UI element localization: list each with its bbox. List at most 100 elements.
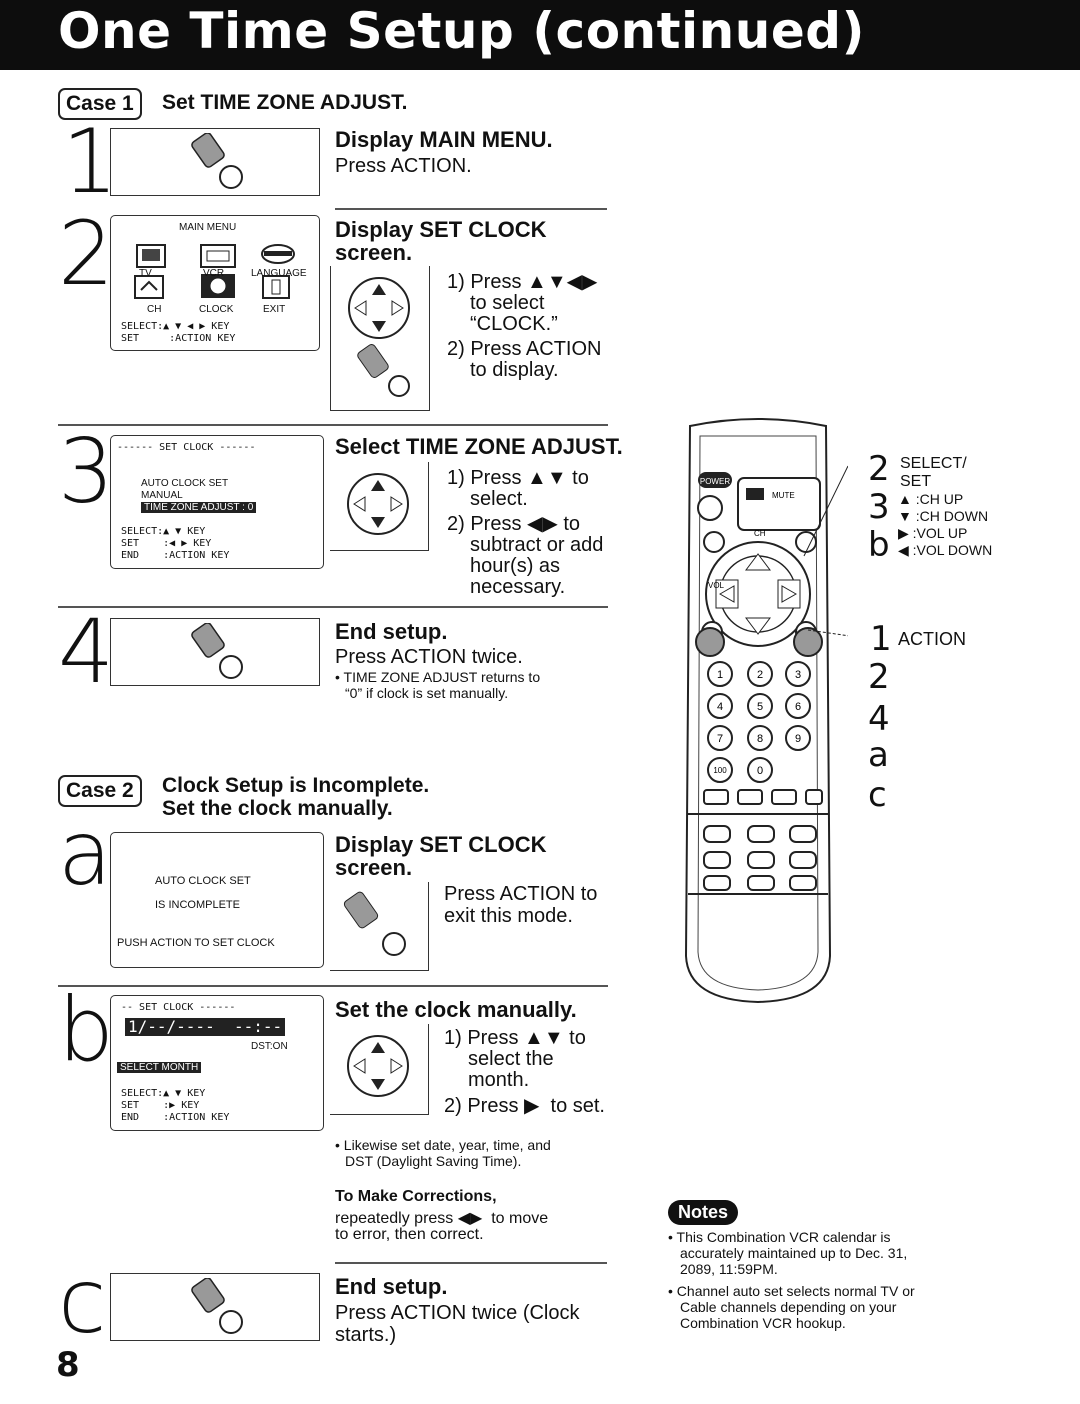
select-key: SELECT:▲ ▼ KEY: [121, 526, 206, 537]
main-menu-screen: MAIN MENU TV VCR LANGUAGE CH CLOCK EXIT …: [110, 215, 320, 351]
digit-6: 6: [795, 701, 801, 713]
dpad-icon: [347, 473, 409, 535]
ch-up-label: ▲ :CH UP: [898, 491, 964, 507]
step-1-title: Display MAIN MENU.: [335, 127, 553, 152]
remote-control-illustration: POWER MUTE CH VOL 1 2 3 4 5 6 7 8 9 100 …: [684, 418, 848, 1004]
power-button-label: POWER: [700, 477, 730, 486]
step-3-instr2b: subtract or add: [470, 534, 604, 556]
action-button-press-icon: [343, 891, 406, 956]
header-bar: [0, 0, 1080, 70]
menu-clock-label: CLOCK: [199, 304, 234, 315]
note-2c: Combination VCR hookup.: [680, 1315, 846, 1331]
digit-2: 2: [757, 669, 763, 681]
step-b-note1: • Likewise set date, year, time, and: [335, 1137, 551, 1153]
menu-vcr-label: VCR: [203, 268, 225, 279]
manual-option: MANUAL: [141, 490, 183, 501]
auto-clock-set: AUTO CLOCK SET: [155, 875, 251, 887]
note-1c: 2089, 11:59PM.: [680, 1261, 778, 1277]
digit-1: 1: [717, 669, 723, 681]
digit-3: 3: [795, 669, 801, 681]
step-2-instr1c: “CLOCK.”: [470, 313, 558, 335]
digit-5: 5: [757, 701, 763, 713]
step-a-title-line1: Display SET CLOCK: [335, 832, 547, 857]
end-key: END :ACTION KEY: [121, 550, 230, 561]
step-b-title: Set the clock manually.: [335, 997, 577, 1022]
main-menu-icons: [134, 244, 295, 299]
step-a-text1: Press ACTION to: [444, 883, 598, 905]
divider: [58, 424, 608, 426]
select-month-highlight: SELECT MONTH: [117, 1062, 202, 1073]
case2-title2: Set the clock manually.: [162, 797, 393, 820]
end-key: END :ACTION KEY: [121, 1112, 230, 1123]
step-2-instr2a: 2) Press ACTION: [447, 338, 602, 360]
step-1-number: 1: [62, 110, 118, 213]
remote-step-3-label: 3: [868, 487, 890, 527]
vol-up-label: ▶ :VOL UP: [898, 525, 968, 541]
case2-title1: Clock Setup is Incomplete.: [162, 774, 430, 797]
note-2b: Cable channels depending on your: [680, 1299, 897, 1315]
menu-ch-label: CH: [147, 304, 162, 315]
set-key: SET :◀ ▶ KEY: [121, 538, 212, 549]
step-a-label: a: [58, 802, 112, 905]
digit-4: 4: [717, 701, 723, 713]
step-4-note1: • TIME ZONE ADJUST returns to: [335, 669, 541, 685]
divider: [335, 208, 607, 210]
incomplete-screen: AUTO CLOCK SET IS INCOMPLETE PUSH ACTION…: [110, 832, 324, 968]
case1-tag: Case 1: [58, 88, 142, 120]
step-a-title-line2: screen.: [335, 855, 413, 880]
remote-step-2b-label: 2: [868, 657, 890, 697]
step-b-dpad-box: [330, 1024, 429, 1115]
step-b-instr1a: 1) Press ▲▼ to: [444, 1027, 586, 1049]
step-b-note2: DST (Daylight Saving Time).: [345, 1153, 522, 1169]
step-b-instr1b: select the: [468, 1048, 554, 1070]
set-label: SET: [900, 473, 932, 490]
note-1b: accurately maintained up to Dec. 31,: [680, 1245, 908, 1261]
set-clock-title: -- SET CLOCK ------: [121, 1002, 236, 1013]
set-clock-manual-screen: -- SET CLOCK ------ 1/--/---- --:-- DST:…: [110, 995, 324, 1131]
step-b-instr1c: month.: [468, 1069, 530, 1091]
set-key: SET :▶ KEY: [121, 1100, 200, 1111]
main-menu-title: MAIN MENU: [179, 222, 237, 233]
remote-step-a-label: a: [868, 735, 889, 775]
select-key: SELECT:▲ ▼ KEY: [121, 1088, 206, 1099]
step-3-instr2c: hour(s) as: [470, 555, 561, 577]
page-number: 8: [56, 1345, 80, 1385]
step-3-number: 3: [58, 420, 114, 523]
dst-status: DST:ON: [251, 1041, 288, 1052]
date-time-field: 1/--/---- --:--: [125, 1018, 286, 1036]
notes-badge: Notes: [668, 1200, 739, 1225]
step-c-action-box: [110, 1273, 320, 1341]
step-3-title: Select TIME ZONE ADJUST.: [335, 434, 623, 459]
select-label: SELECT/: [900, 455, 967, 472]
menu-set-key: SET :ACTION KEY: [121, 333, 236, 344]
page-title: One Time Setup (continued): [58, 2, 865, 60]
step-1-text: Press ACTION.: [335, 155, 472, 177]
remote-step-1-label: 1: [870, 619, 892, 659]
divider: [58, 606, 608, 608]
note-1a: • This Combination VCR calendar is: [668, 1229, 891, 1245]
step-2-number: 2: [58, 202, 114, 305]
step-4-text: Press ACTION twice.: [335, 646, 523, 668]
step-3-instr1a: 1) Press ▲▼ to: [447, 467, 589, 489]
menu-select-key: SELECT:▲ ▼ ◀ ▶ KEY: [121, 321, 230, 332]
step-2-title-line2: screen.: [335, 240, 413, 265]
step-2-remote-box: [330, 266, 430, 411]
push-action-text: PUSH ACTION TO SET CLOCK: [117, 937, 275, 949]
is-incomplete: IS INCOMPLETE: [155, 899, 240, 911]
set-clock-screen: ------ SET CLOCK ------ AUTO CLOCK SET M…: [110, 435, 324, 569]
remote-step-b-label: b: [868, 525, 890, 565]
set-clock-title: ------ SET CLOCK ------: [117, 442, 256, 453]
digit-9: 9: [795, 733, 801, 745]
step-2-instr1b: to select: [470, 292, 545, 314]
vol-label: VOL: [708, 581, 725, 590]
action-button-press-icon: [191, 1278, 243, 1334]
step-b-instr2: 2) Press ▶ to set.: [444, 1095, 605, 1117]
digit-0: 0: [757, 765, 763, 777]
remote-step-2-label: 2: [868, 449, 890, 489]
step-2-instr1a: 1) Press ▲▼◀▶: [447, 271, 598, 293]
action-button-press-icon: [191, 623, 243, 679]
dpad-icon: [347, 1035, 409, 1097]
menu-exit-label: EXIT: [263, 304, 286, 315]
digit-7: 7: [717, 733, 723, 745]
action-button-press-icon: [191, 133, 243, 189]
